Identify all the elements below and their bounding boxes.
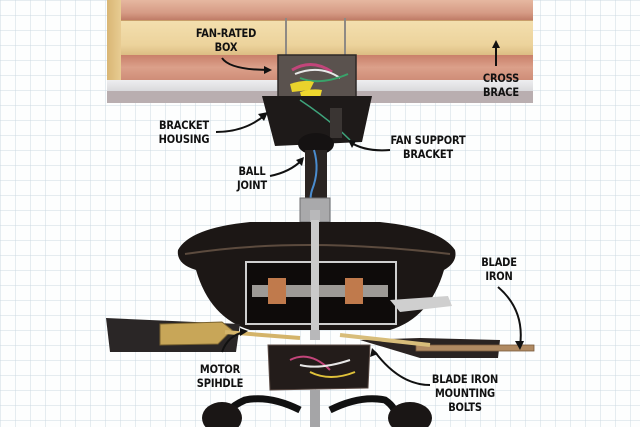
label-ball-joint: BALL JOINT [237, 164, 267, 192]
arrow-blade-iron [497, 286, 522, 347]
cross-brace [121, 20, 533, 56]
arrow-bracket-housing [215, 114, 266, 133]
motor-housing [177, 220, 456, 330]
right-blade-iron [339, 296, 535, 358]
insulation-top [107, 0, 533, 22]
label-blade-iron: BLADE IRON [481, 255, 517, 283]
ball-joint [298, 133, 334, 155]
ceiling-joist [107, 0, 121, 80]
switch-housing [267, 344, 371, 427]
arrow-fan-support-bracket [349, 141, 391, 152]
bracket-housing [262, 96, 372, 146]
label-bracket-housing: BRACKET HOUSING [158, 118, 210, 146]
left-blade [106, 318, 301, 352]
label-fan-support-bracket: FAN SUPPORT BRACKET [390, 133, 466, 161]
label-cross-brace: CROSS BRACE [482, 71, 520, 99]
label-motor-spindle: MOTOR SPIHDLE [196, 362, 244, 390]
fan-rated-box [277, 54, 357, 102]
arrow-fan-rated-box [221, 57, 271, 71]
label-blade-iron-mounting-bolts: BLADE IRON MOUNTING BOLTS [431, 372, 499, 414]
arrow-mounting-bolts [374, 351, 431, 386]
light-arms [202, 395, 432, 427]
arrow-ball-joint [269, 159, 303, 177]
label-fan-rated-box: FAN-RATED BOX [195, 26, 257, 54]
support-wires [285, 18, 346, 58]
arrowheads [240, 40, 524, 357]
